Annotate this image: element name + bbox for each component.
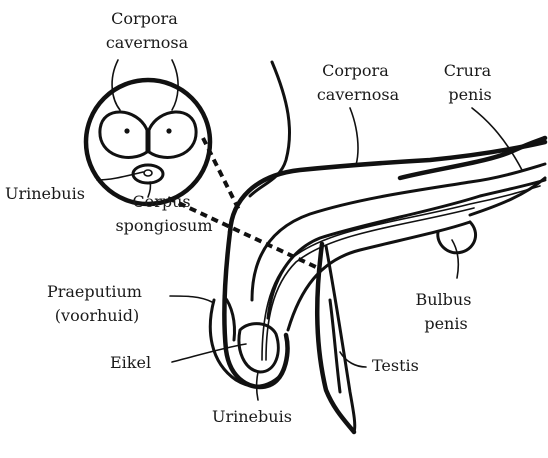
label-eikel: Eikel bbox=[110, 353, 151, 372]
glans-outline bbox=[239, 324, 278, 372]
corpora-cavernosa-bottom bbox=[268, 180, 545, 318]
projection-line-upper bbox=[203, 138, 240, 212]
inset-urethra bbox=[144, 170, 152, 176]
inset-left-corpus bbox=[100, 112, 147, 157]
label-praeputium: Praeputium (voorhuid) bbox=[47, 282, 147, 325]
label-urinebuis-inset: Urinebuis bbox=[5, 184, 85, 203]
label-corpora-cavernosa-main: Corpora cavernosa bbox=[317, 61, 400, 104]
penis-illustration bbox=[210, 62, 545, 432]
cross-section-inset bbox=[86, 60, 210, 204]
leader-praeputium bbox=[170, 296, 212, 302]
inset-right-corpus bbox=[149, 112, 196, 157]
label-urinebuis-bottom: Urinebuis bbox=[212, 407, 292, 426]
praeputium-fold bbox=[210, 300, 282, 386]
label-bulbus-penis: Bulbus penis bbox=[415, 290, 476, 333]
leader-eikel bbox=[172, 344, 246, 362]
leader-bulbus-penis bbox=[452, 240, 458, 278]
leader-corpora-cavernosa-main bbox=[350, 108, 358, 165]
inset-right-dot bbox=[166, 128, 171, 133]
urethra-line-1 bbox=[262, 186, 540, 360]
label-corpora-cavernosa-inset: Corpora cavernosa bbox=[106, 9, 189, 52]
body-outline-left bbox=[224, 232, 287, 387]
corpora-cavernosa-top bbox=[252, 164, 545, 300]
label-testis: Testis bbox=[372, 356, 419, 375]
inset-left-dot bbox=[124, 128, 129, 133]
label-corpus-spongiosum: Corpus spongiosum bbox=[115, 192, 212, 235]
crura-upper bbox=[400, 138, 545, 178]
label-crura-penis: Crura penis bbox=[444, 61, 496, 104]
testis-outline-right bbox=[326, 246, 355, 432]
